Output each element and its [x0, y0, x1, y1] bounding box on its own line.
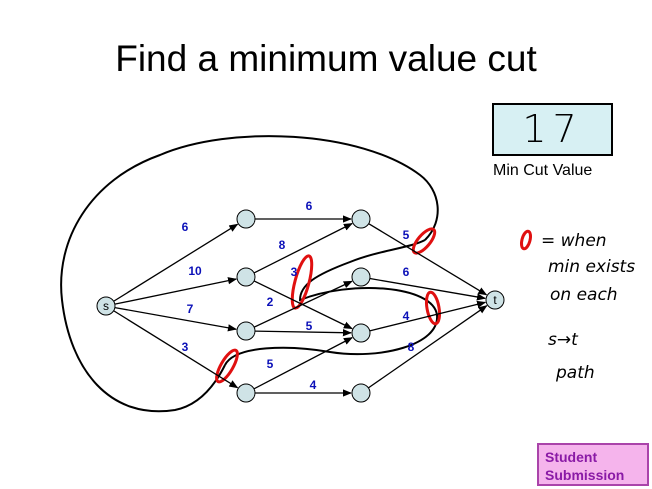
edge-a3-b3	[254, 329, 352, 337]
cut-mark-ellipse	[290, 254, 314, 310]
edge-capacity-label: 2	[267, 295, 274, 309]
annotation-line-4: s→t	[548, 330, 579, 350]
edge-a3-b2	[253, 280, 353, 328]
node-b4[interactable]	[351, 383, 371, 403]
annotation-line-2: min exists	[548, 257, 635, 277]
edge-capacity-label: 6	[403, 265, 410, 279]
edge-b2-t	[369, 277, 487, 301]
cut-mark-ellipse	[215, 348, 239, 384]
edge-capacity-label: 5	[403, 228, 410, 242]
edge-capacity-label: 4	[403, 309, 410, 323]
submission-line-2: Submission	[545, 467, 625, 483]
answer-label: Min Cut Value	[493, 162, 593, 179]
slide-title: Find a minimum value cut	[115, 38, 537, 79]
node-t[interactable]	[485, 290, 505, 310]
student-submission-badge[interactable]: Student Submission	[537, 443, 649, 486]
submission-line-1: Student	[545, 449, 598, 465]
cut-mark-ellipse	[411, 227, 437, 255]
cut-mark-ellipse	[424, 290, 442, 326]
edge-s-a4	[113, 310, 239, 389]
annotation-line-5: path	[555, 363, 595, 383]
edge-capacity-label: 3	[291, 265, 298, 279]
node-s[interactable]	[96, 296, 116, 316]
node-a4[interactable]	[236, 383, 256, 403]
edge-capacity-label: 8	[408, 340, 415, 354]
edge-s-a3	[114, 306, 238, 332]
edge-s-a2	[114, 277, 238, 305]
annotation-line-1: = when	[541, 231, 607, 251]
node-label-s: s	[103, 299, 109, 313]
edge-b3-t	[369, 300, 487, 332]
edge-capacity-label: 7	[187, 302, 194, 316]
node-b3[interactable]	[351, 323, 371, 343]
edge-capacity-label: 10	[188, 264, 202, 278]
cut-curve	[60, 135, 439, 413]
edge-capacity-label: 6	[182, 220, 189, 234]
edge-capacity-label: 5	[267, 357, 274, 371]
edge-a2-b1	[253, 222, 353, 274]
node-b1[interactable]	[351, 209, 371, 229]
edge-s-a1	[113, 223, 239, 302]
edge-capacity-label: 5	[306, 319, 313, 333]
legend-red-mark	[519, 229, 533, 251]
answer-value: 17	[522, 107, 583, 151]
annotation-line-3: on each	[550, 285, 618, 305]
edge-b4-t	[368, 305, 488, 389]
node-label-t: t	[493, 293, 497, 307]
edge-capacity-label: 6	[306, 199, 313, 213]
cut-curve-inner	[224, 239, 439, 366]
answer-box[interactable]: 17	[492, 103, 613, 156]
edge-a4-b3	[253, 337, 353, 390]
node-a1[interactable]	[236, 209, 256, 229]
edge-capacity-label: 3	[182, 340, 189, 354]
node-a2[interactable]	[236, 267, 256, 287]
edge-b1-t	[368, 223, 488, 296]
node-b2[interactable]	[351, 267, 371, 287]
edge-capacity-label: 8	[279, 238, 286, 252]
edge-capacity-label: 4	[310, 378, 317, 392]
node-a3[interactable]	[236, 321, 256, 341]
